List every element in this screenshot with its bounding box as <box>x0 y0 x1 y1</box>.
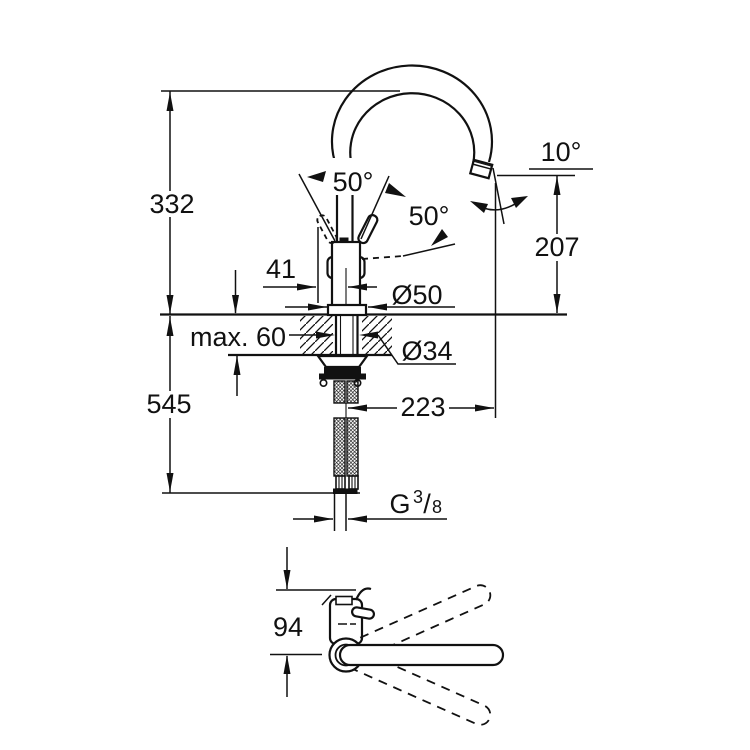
swivel-position-down <box>338 645 492 726</box>
dim-thread-g38: G 3 / 8 <box>293 487 447 523</box>
thread-denominator-label: 8 <box>432 497 442 517</box>
thread-slash-label: / <box>423 489 431 519</box>
handle-hook <box>354 587 372 601</box>
top-view-handle <box>321 587 376 646</box>
mounting-nuts <box>319 367 366 380</box>
dim-outlet-angle-10: 10° <box>470 137 593 418</box>
flex-hoses <box>333 380 359 531</box>
thread-numerator-label: 3 <box>413 487 423 507</box>
hose-connectors <box>333 475 359 531</box>
dim-base-diameter-50: Ø50 <box>285 280 455 311</box>
swivel-position-up <box>338 584 492 665</box>
spout-inner-arc <box>349 92 476 169</box>
counter-thickness-label: max. 60 <box>190 322 286 352</box>
outlet-axis-line <box>492 167 505 225</box>
dim-below-counter-545: 545 <box>144 316 194 493</box>
mounting-shank <box>334 315 359 355</box>
handle-hinge-tab <box>339 237 349 243</box>
dim-spout-reach-223: 223 <box>348 392 494 422</box>
mounting-hole-diameter-label: Ø34 <box>401 336 452 366</box>
aerator <box>468 158 494 180</box>
handle-front-offset-label: 41 <box>266 254 296 284</box>
lever-handle-open <box>357 214 379 245</box>
front-view: 332 545 max. 60 41 <box>144 64 593 531</box>
dim-outlet-height-207: 207 <box>533 176 581 313</box>
outlet-height-label: 207 <box>534 232 579 262</box>
handle-side-angle-label: 50° <box>409 201 450 231</box>
dim-hole-diameter-34: Ø34 <box>289 331 456 366</box>
overall-height-label: 332 <box>149 189 194 219</box>
thread-prefix-label: G <box>389 489 410 519</box>
spout-outer-arc <box>330 64 494 169</box>
dim-handle-offset-41: 41 <box>263 227 377 303</box>
handle-to-spout-axis-label: 94 <box>273 612 303 642</box>
dim-handle-side-angle-50: 50° <box>361 201 456 260</box>
dim-handle-lift-angle-50: 50° <box>298 167 406 242</box>
spout-outline <box>327 64 494 242</box>
label-clearance <box>327 158 379 194</box>
handle-pin <box>350 606 376 620</box>
dim-overall-height-332: 332 <box>149 91 195 315</box>
below-counter-height-label: 545 <box>146 389 191 419</box>
base-diameter-label: Ø50 <box>391 280 442 310</box>
faucet-body <box>326 237 366 308</box>
outlet-angle-label: 10° <box>541 137 582 167</box>
base-escutcheon <box>326 303 368 317</box>
mounting-washer <box>315 354 370 369</box>
top-view-spout-bar <box>338 643 505 667</box>
lever-handle-closed-dashed <box>316 214 338 244</box>
dim-counter-thickness-max60: max. 60 <box>190 270 286 396</box>
top-view: 94 <box>270 547 505 726</box>
swivel-range-dashed <box>338 584 492 726</box>
handle-lift-angle-label: 50° <box>333 167 374 197</box>
spout-reach-label: 223 <box>400 392 445 422</box>
dim-swivel-offset-94: 94 <box>270 547 356 697</box>
